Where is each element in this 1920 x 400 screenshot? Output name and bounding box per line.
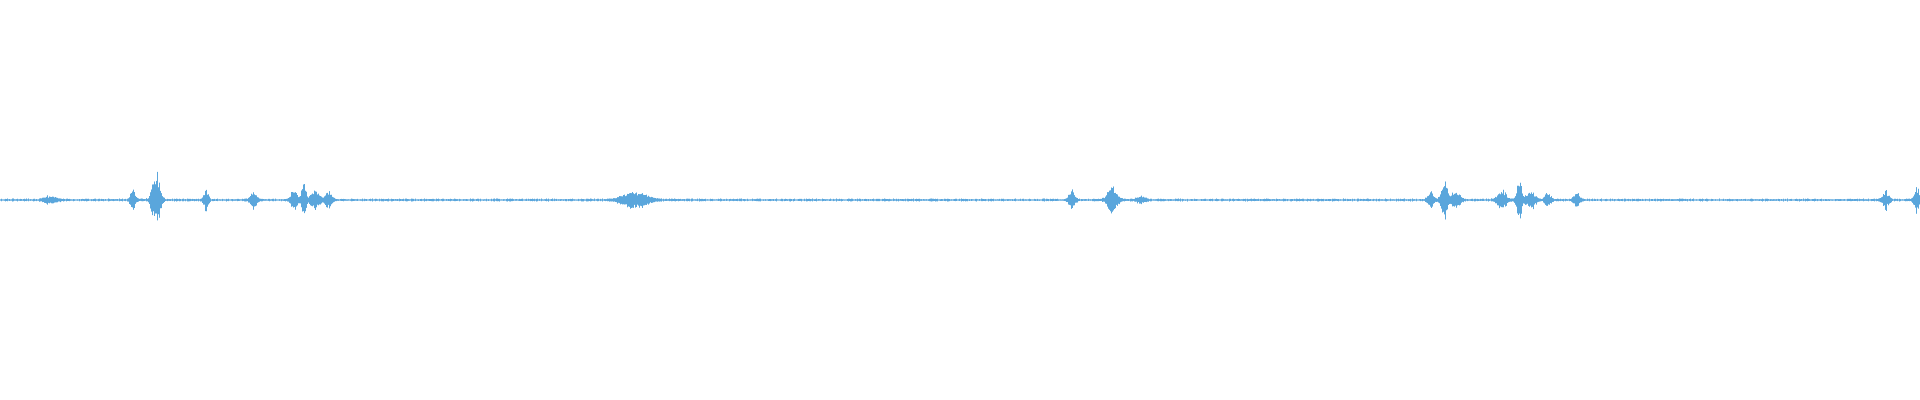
waveform-samples xyxy=(0,171,1920,221)
